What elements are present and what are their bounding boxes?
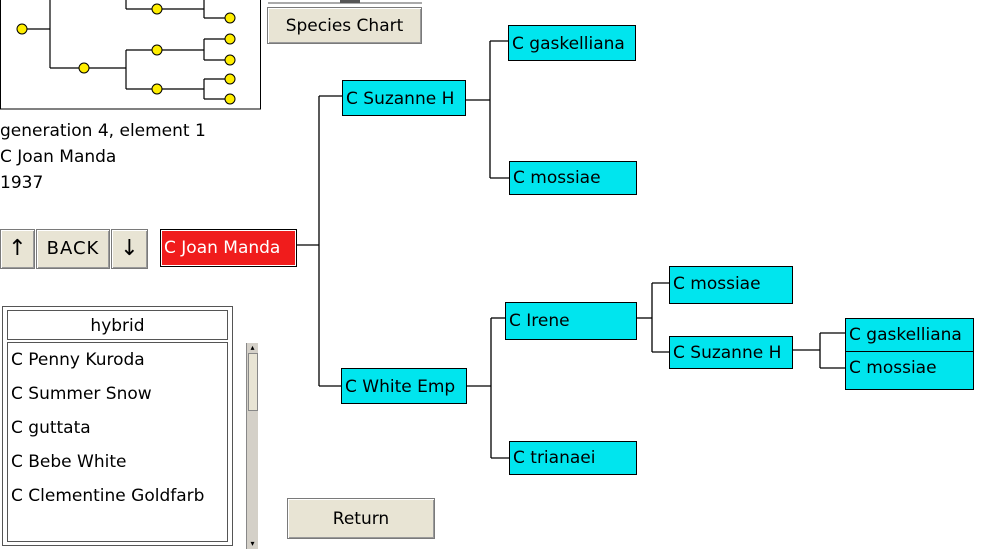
return-button[interactable]: Return: [287, 498, 435, 539]
tree-node-gen5-1[interactable]: C gaskelliana: [845, 318, 974, 352]
tree-node-gen2-dam[interactable]: C White Emp: [341, 368, 467, 404]
down-arrow-button[interactable]: ↓: [111, 229, 148, 269]
generation-info: generation 4, element 1: [0, 121, 206, 141]
back-button[interactable]: BACK: [36, 229, 110, 269]
tree-node-gen3-4[interactable]: C trianaei: [509, 441, 637, 475]
up-arrow-button[interactable]: ↑: [0, 229, 35, 269]
up-arrow-icon: ↑: [8, 236, 27, 261]
selected-name: C Joan Manda: [0, 147, 117, 167]
selected-year: 1937: [0, 173, 44, 193]
tree-node-gen3-3[interactable]: C Irene: [505, 302, 637, 340]
tree-node-gen3-2[interactable]: C mossiae: [509, 161, 637, 195]
tree-node-root[interactable]: C Joan Manda: [160, 229, 297, 267]
tree-node-gen2-sire[interactable]: C Suzanne H: [342, 80, 466, 116]
scroll-thumb[interactable]: [248, 353, 258, 411]
down-arrow-icon: ↓: [120, 236, 139, 261]
list-item[interactable]: C Clementine Goldfarb: [11, 486, 205, 506]
list-item[interactable]: C Penny Kuroda: [11, 350, 145, 370]
mini-tree-thumbnail[interactable]: [0, 0, 262, 112]
tree-node-gen3-1[interactable]: C gaskelliana: [508, 25, 636, 61]
species-chart-button[interactable]: Species Chart: [267, 7, 422, 44]
scroll-up-icon[interactable]: ▴: [250, 343, 255, 352]
hybrid-list-items[interactable]: C Penny Kuroda C Summer Snow C guttata C…: [7, 342, 228, 542]
tree-node-gen4-2[interactable]: C Suzanne H: [669, 336, 793, 369]
hybrid-listbox: hybrid C Penny Kuroda C Summer Snow C gu…: [2, 306, 233, 546]
hybrid-list-header: hybrid: [7, 310, 228, 340]
list-item[interactable]: C Summer Snow: [11, 384, 152, 404]
hybrid-list-scrollbar[interactable]: ▴ ▾: [246, 343, 258, 549]
list-item[interactable]: C Bebe White: [11, 452, 127, 472]
hidden-button-edge: [268, 0, 422, 4]
list-item[interactable]: C guttata: [11, 418, 91, 438]
scroll-down-icon[interactable]: ▾: [250, 539, 255, 548]
tree-node-gen5-2[interactable]: C mossiae: [845, 351, 974, 390]
tree-node-gen4-1[interactable]: C mossiae: [669, 266, 793, 304]
